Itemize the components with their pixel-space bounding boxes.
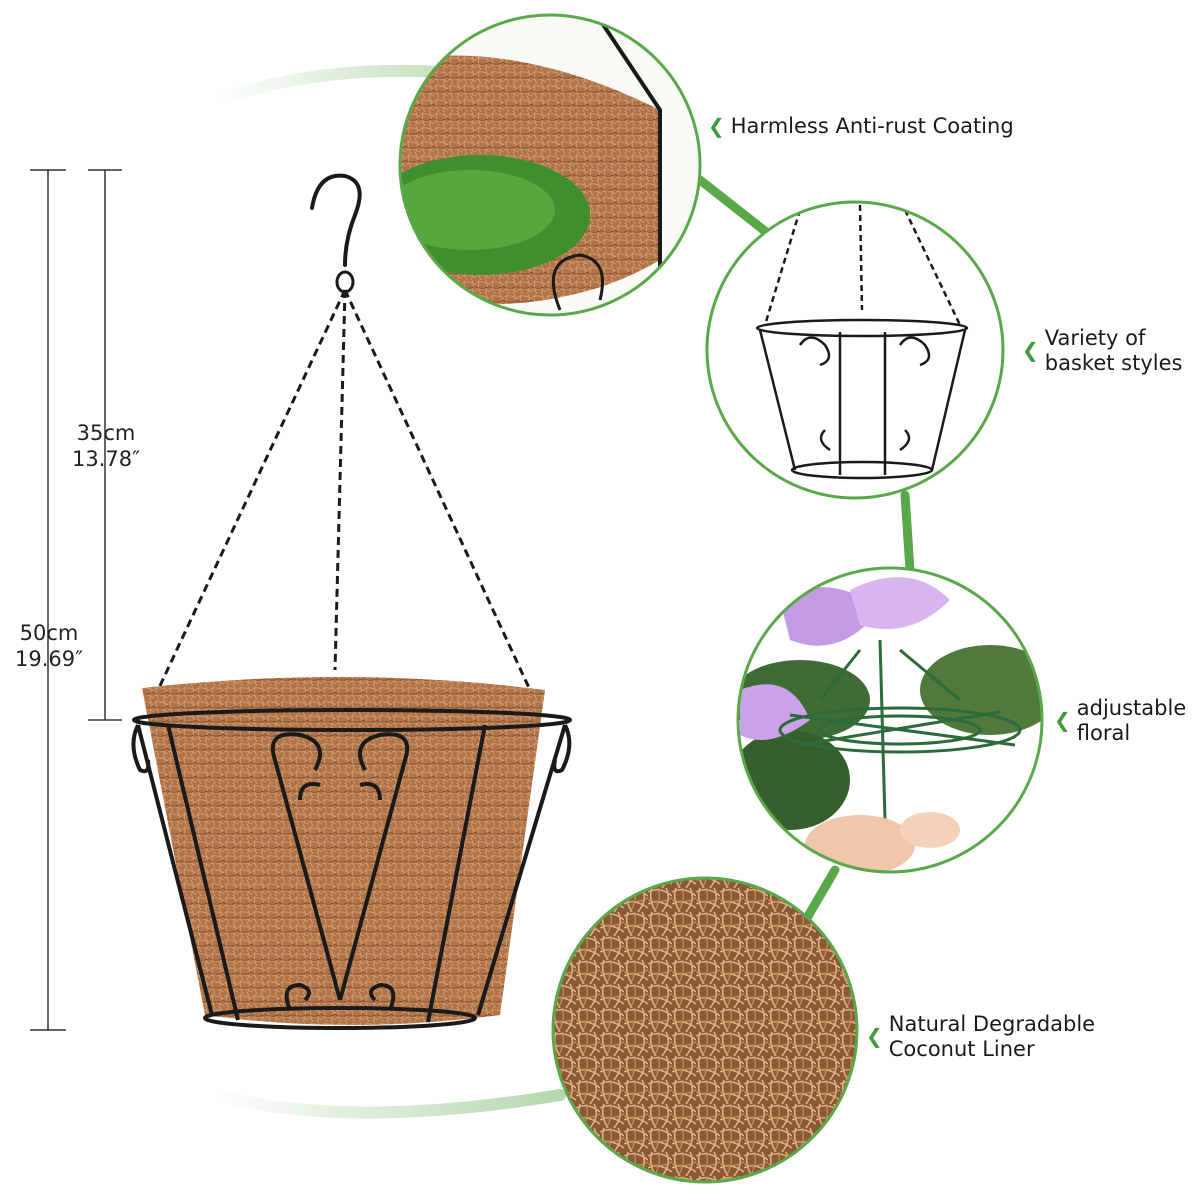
feature-anti-rust: ❮ Harmless Anti-rust Coating <box>708 114 1014 139</box>
feature-basket-styles: ❮ Variety of basket styles <box>1022 326 1182 376</box>
detail-circle-floral <box>738 568 1042 872</box>
chevron-left-icon: ❮ <box>1022 338 1039 362</box>
total-height-label: 50cm 19.69″ <box>4 620 94 672</box>
chain-height-metric: 35cm <box>76 421 136 445</box>
detail-circle-liner <box>400 15 700 315</box>
chains <box>156 289 532 691</box>
hanging-basket-main <box>131 173 572 1030</box>
detail-circle-frame <box>707 202 1003 498</box>
feature-line: Coconut Liner <box>888 1037 1035 1061</box>
feature-adjustable-floral: ❮ adjustable floral <box>1054 696 1186 746</box>
dimension-lines <box>30 169 122 1031</box>
total-height-metric: 50cm <box>19 621 79 645</box>
decorative-arc-top <box>209 64 446 106</box>
feature-line: floral <box>1076 721 1131 745</box>
detail-circle-coconut <box>553 878 857 1182</box>
chain-height-imperial: 13.78″ <box>72 447 140 471</box>
hook <box>310 173 362 267</box>
feature-line: Harmless Anti-rust Coating <box>730 114 1014 138</box>
chevron-left-icon: ❮ <box>866 1024 883 1048</box>
chain-height-label: 35cm 13.78″ <box>62 420 150 472</box>
decorative-arc-bottom <box>209 1089 566 1119</box>
feature-line: adjustable <box>1076 696 1187 720</box>
chevron-left-icon: ❮ <box>1054 708 1071 732</box>
feature-line: basket styles <box>1044 351 1183 375</box>
feature-line: Natural Degradable <box>888 1012 1096 1036</box>
total-height-imperial: 19.69″ <box>15 647 83 671</box>
feature-line: Variety of <box>1044 326 1146 350</box>
chevron-left-icon: ❮ <box>708 114 725 138</box>
feature-coconut-liner: ❮ Natural Degradable Coconut Liner <box>866 1012 1095 1062</box>
heart-scroll <box>270 732 410 1001</box>
